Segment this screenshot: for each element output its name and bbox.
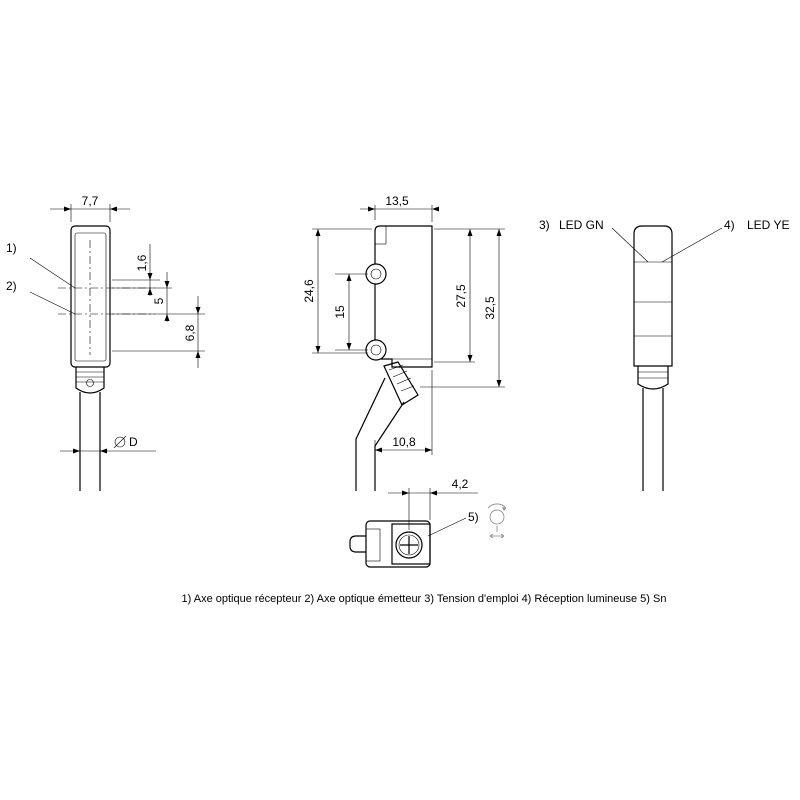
side-view: [312, 205, 505, 491]
dim-cable-offset: 10,8: [392, 435, 416, 449]
front-view: [29, 204, 205, 491]
back-view: [611, 225, 723, 491]
top-view-labels: 4,2 5): [452, 477, 479, 524]
dim-front-width: 7,7: [82, 194, 99, 208]
callout-5: 5): [468, 510, 479, 524]
dim-emitter-offset: 6,8: [183, 324, 197, 341]
dim-cable-diameter: D: [129, 435, 138, 449]
dim-offset-1: 1,6: [135, 254, 149, 271]
back-view-labels: 3) LED GN 4) LED YE: [539, 218, 789, 232]
dim-overall-height: 24,6: [302, 279, 316, 303]
diameter-symbol-icon: [113, 435, 127, 449]
adjustment-screw-icon: [487, 503, 507, 539]
callout-4: 4): [724, 218, 735, 232]
dim-body-height: 27,5: [454, 284, 468, 308]
dim-hole-spacing: 15: [333, 305, 347, 319]
callout-3-text: LED GN: [559, 218, 604, 232]
dim-pot-offset: 4,2: [452, 477, 469, 491]
callout-2: 2): [6, 279, 17, 293]
front-view-labels: 7,7 1,6 5 6,8 D 1) 2): [6, 194, 197, 449]
top-view: [349, 488, 507, 568]
callout-4-text: LED YE: [747, 218, 789, 232]
callout-1: 1): [6, 241, 17, 255]
dim-total-height: 32,5: [483, 296, 497, 320]
callout-3: 3): [539, 218, 550, 232]
dim-axis-spacing: 5: [152, 297, 166, 304]
legend-caption: 1) Axe optique récepteur 2) Axe optique …: [182, 593, 667, 605]
side-view-labels: 13,5 24,6 15 27,5 32,5 10,8: [302, 194, 497, 449]
dim-side-width: 13,5: [385, 194, 409, 208]
